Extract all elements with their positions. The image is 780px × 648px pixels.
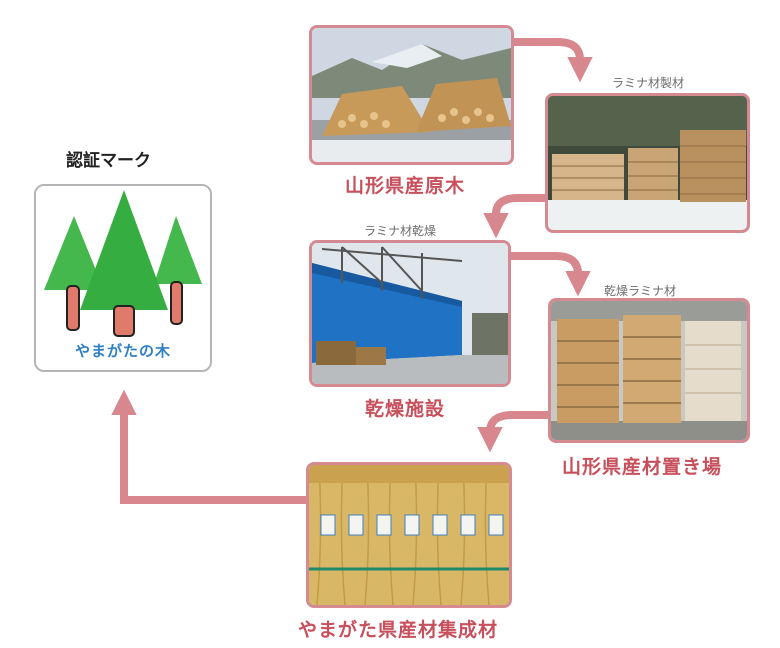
flow-arrow-4 [490, 415, 548, 438]
flow-arrow-1 [514, 42, 580, 68]
lamina-sawmill-photo [545, 93, 750, 233]
step-label-dried-lamina: 乾燥ラミナ材 [604, 282, 676, 299]
flow-arrow-3 [511, 256, 578, 282]
certification-logo: やまがたの木 [34, 184, 212, 372]
step-caption-glulam: やまがた県産材集成材 [298, 615, 498, 642]
tree-icon [44, 190, 202, 336]
lumber-yard-photo [548, 298, 750, 443]
flow-arrow-5 [124, 404, 306, 500]
step-caption-raw-logs: 山形県産原木 [345, 171, 465, 198]
step-label-sawmill: ラミナ材製材 [612, 74, 684, 91]
logs-photo [309, 25, 514, 165]
drying-facility-photo [309, 240, 511, 387]
step-caption-drying-facility: 乾燥施設 [365, 394, 445, 421]
flow-arrow-2 [496, 198, 548, 224]
logo-text: やまがたの木 [36, 340, 210, 361]
certification-title: 認証マーク [66, 146, 151, 171]
step-caption-lumber-yard: 山形県産材置き場 [562, 452, 722, 479]
glulam-board-photo [306, 462, 512, 608]
step-label-lamina-drying: ラミナ材乾燥 [364, 222, 436, 239]
